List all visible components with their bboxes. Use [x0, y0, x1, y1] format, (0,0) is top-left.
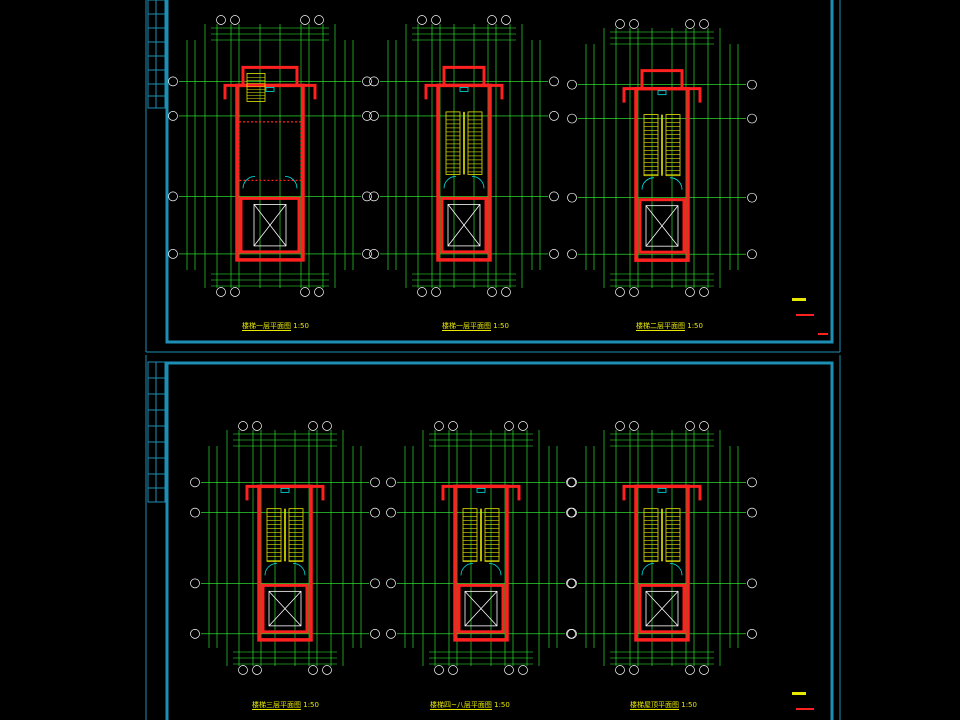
legend-swatch-red [796, 708, 814, 710]
legend-swatch-yellow [792, 692, 806, 695]
plan-title: 楼梯屋顶平面图 1:50 [630, 701, 697, 710]
legend-swatch-red-small [818, 333, 828, 335]
legend-swatch-red [796, 314, 814, 316]
sheet-frame-bottom [145, 355, 841, 720]
title-block-bottom [147, 361, 166, 503]
plan-title: 楼梯一层平面图 1:50 [442, 322, 509, 331]
stair-plan [386, 421, 576, 675]
stair-plan [168, 15, 372, 297]
plan-title: 楼梯四~八层平面图 1:50 [430, 701, 510, 710]
stair-plan [190, 421, 380, 675]
plan-title: 楼梯二层平面图 1:50 [636, 322, 703, 331]
legend-top [792, 298, 828, 335]
stair-plan [567, 421, 757, 675]
title-block-top [147, 0, 166, 109]
stair-plan [567, 19, 757, 297]
legend-bottom [792, 692, 814, 710]
legend-swatch-yellow [792, 298, 806, 301]
plan-title: 楼梯一层平面图 1:50 [242, 322, 309, 331]
plan-title: 楼梯三层平面图 1:50 [252, 701, 319, 710]
stair-plan [369, 15, 559, 297]
sheet-frame-top [145, 0, 841, 353]
